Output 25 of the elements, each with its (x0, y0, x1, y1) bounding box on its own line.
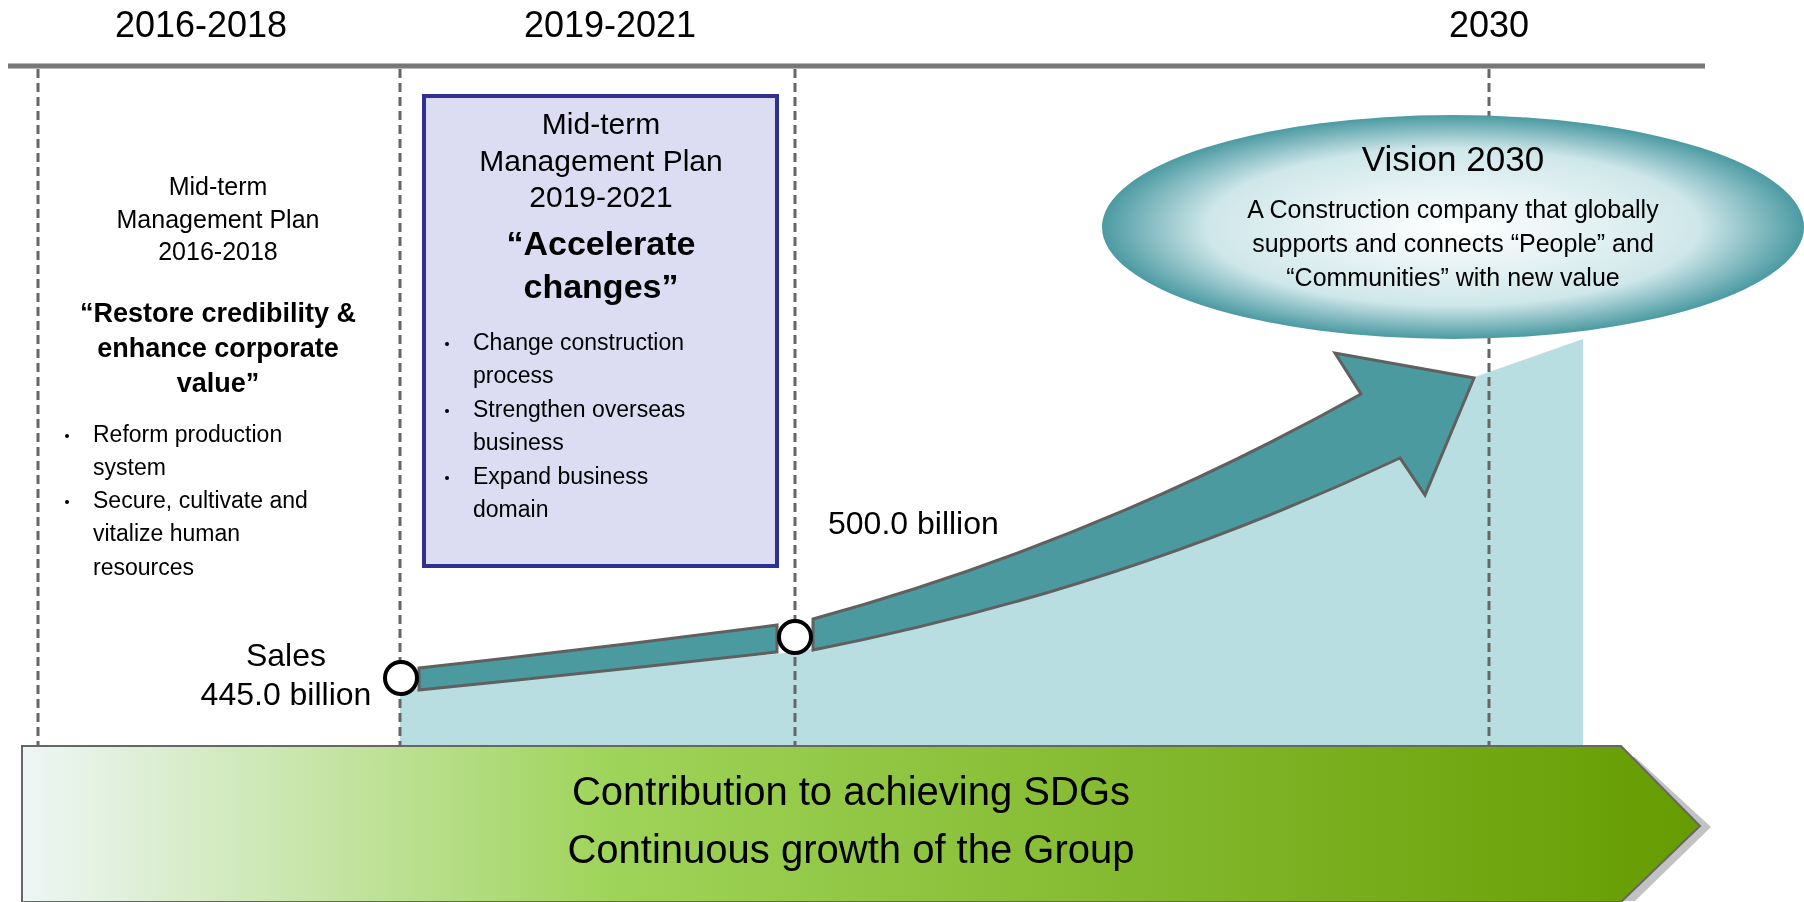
period-heading: 2019-2021 (522, 4, 698, 46)
sales-value: 500.0 billion (828, 505, 1000, 542)
year-heading: 2030 (1447, 4, 1531, 46)
plan-bullet: Secure, cultivate and vitalize human resources (60, 484, 325, 585)
plan-title: Mid-term Management Plan 2016-2018 (115, 171, 321, 267)
growth-arrow (417, 623, 779, 692)
banner-text: Continuous growth of the Group (566, 827, 1136, 872)
plan-bullet: Expand business domain (440, 460, 710, 527)
plan-slogan: “Accelerate changes” (505, 223, 697, 307)
vision-ellipse (1102, 115, 1804, 339)
sales-value: 445.0 billion (199, 675, 373, 714)
growth-arrow (811, 351, 1476, 652)
plan-slogan: “Restore credibility & enhance corporate value” (78, 297, 358, 401)
milestone-circle (777, 619, 813, 655)
period-heading: 2016-2018 (113, 4, 289, 46)
banner-text: Contribution to achieving SDGs (570, 769, 1132, 814)
milestone-circle (383, 660, 419, 696)
sales-label: Sales (244, 636, 327, 675)
plan-bullet: Reform production system (60, 418, 350, 485)
plan-box (422, 94, 779, 568)
vision-title: Vision 2030 (1360, 138, 1546, 180)
plan-bullet: Strengthen overseas business (440, 393, 710, 460)
plan-bullet: Change construction process (440, 326, 710, 393)
plan-title: Mid-term Management Plan 2019-2021 (478, 106, 724, 216)
vision-text: A Construction company that globally supports and connects “People” and “Communities” with new value (1246, 194, 1660, 293)
